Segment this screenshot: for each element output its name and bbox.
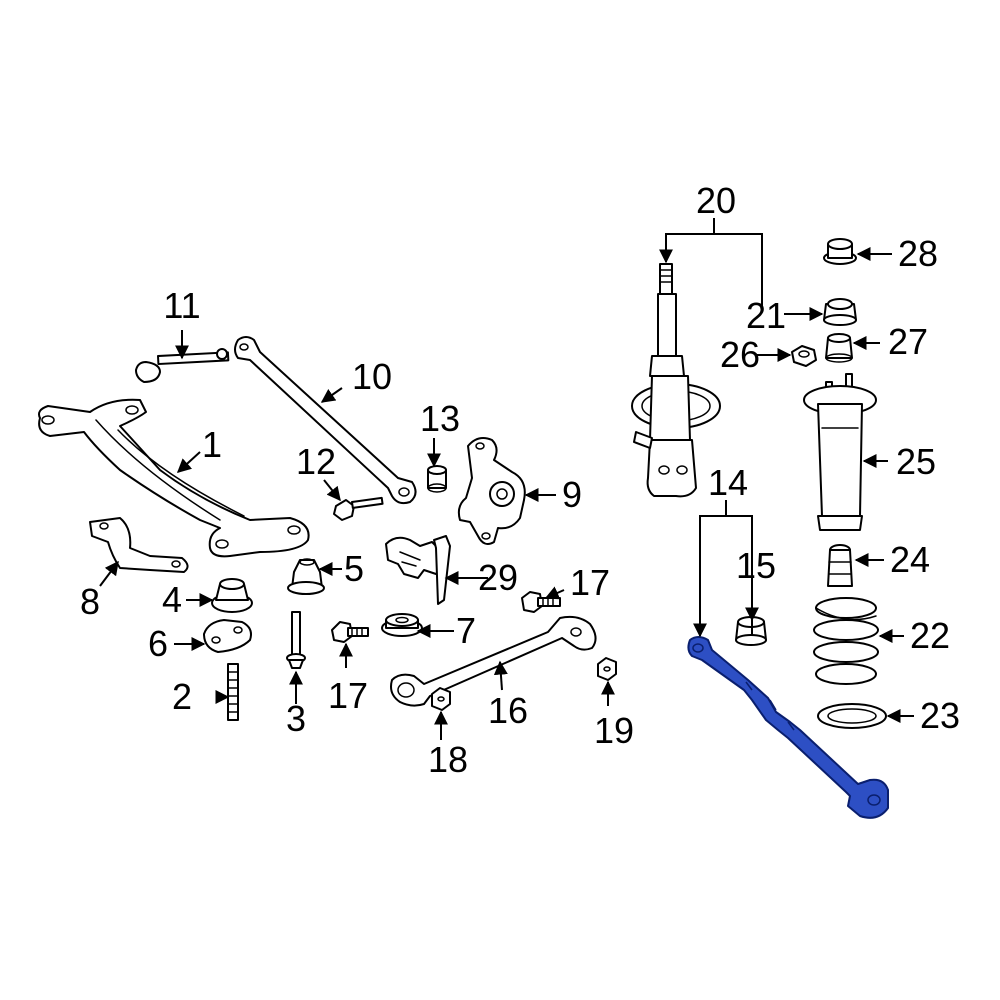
- part-link-10: [234, 336, 417, 505]
- callout-10: 10: [352, 356, 392, 397]
- part-coil-spring: [813, 597, 879, 685]
- part-lower-arm: [390, 615, 597, 707]
- callout-17-right: 17: [570, 562, 610, 603]
- callout-1: 1: [202, 424, 222, 465]
- part-knuckle: [457, 437, 526, 545]
- callout-23: 23: [920, 695, 960, 736]
- part-nut-21: [823, 298, 857, 326]
- callout-8: 8: [80, 581, 100, 622]
- callout-17-left: 17: [328, 675, 368, 716]
- callout-21: 21: [746, 295, 786, 336]
- part-nut-18: [431, 687, 451, 711]
- callout-12: 12: [296, 441, 336, 482]
- callout-28: 28: [898, 233, 938, 274]
- callout-29: 29: [478, 557, 518, 598]
- part-stud: [227, 663, 239, 721]
- callout-labels: 1 2 3 4 5 6 7 8 9 10 11 12 13 14 15 16 1…: [80, 180, 960, 780]
- callout-22: 22: [910, 615, 950, 656]
- part-bolt-12: [333, 496, 384, 521]
- part-plate-6: [203, 619, 252, 653]
- part-bump-stop: [827, 544, 853, 587]
- part-bolt-17-right: [521, 591, 561, 613]
- part-bushing-5: [287, 558, 325, 595]
- callout-24: 24: [890, 539, 930, 580]
- callout-13: 13: [420, 398, 460, 439]
- part-strut: [631, 263, 721, 498]
- part-mount: [803, 373, 877, 531]
- part-crossmember: [38, 398, 310, 558]
- callout-2: 2: [172, 676, 192, 717]
- part-nut-26: [791, 345, 817, 367]
- part-bolt-3: [286, 611, 306, 669]
- part-stabilizer-link: [385, 535, 451, 605]
- part-bushing-13: [427, 465, 447, 493]
- callout-15: 15: [736, 545, 776, 586]
- part-lateral-link-highlighted: [687, 636, 889, 819]
- callout-9: 9: [562, 474, 582, 515]
- part-washer-7: [381, 613, 423, 637]
- part-insulator: [817, 703, 887, 729]
- callout-27: 27: [888, 321, 928, 362]
- callout-7: 7: [456, 610, 476, 651]
- part-bracket: [89, 517, 189, 573]
- part-collar: [825, 333, 853, 363]
- callout-5: 5: [344, 548, 364, 589]
- callout-11: 11: [163, 285, 200, 326]
- callout-14: 14: [708, 462, 748, 503]
- part-cap-28: [823, 238, 857, 265]
- callout-4: 4: [162, 579, 182, 620]
- callout-3: 3: [286, 698, 306, 739]
- callout-18: 18: [428, 739, 468, 780]
- callout-16: 16: [488, 690, 528, 731]
- leaders: [99, 218, 914, 740]
- callout-6: 6: [148, 623, 168, 664]
- callout-25: 25: [896, 441, 936, 482]
- part-nut-19: [597, 657, 617, 681]
- part-bolt-17-left: [331, 621, 369, 643]
- callout-20: 20: [696, 180, 736, 221]
- callout-19: 19: [594, 710, 634, 751]
- callout-26: 26: [720, 334, 760, 375]
- part-bushing-4: [211, 578, 253, 613]
